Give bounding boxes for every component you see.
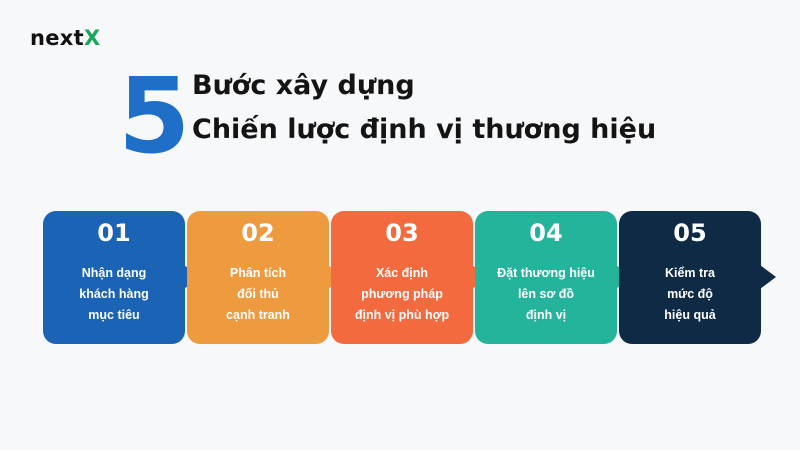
step-number: 01	[97, 219, 131, 247]
step-label: Xác định phương pháp định vị phù hợp	[339, 263, 465, 326]
step-label-line: định vị	[525, 308, 567, 322]
title-line-1: Bước xây dựng	[192, 70, 415, 101]
step-label: Nhận dạng khách hàng mục tiêu	[51, 263, 177, 326]
brand-logo-suffix: X	[83, 26, 101, 50]
step-label: Kiểm tra mức độ hiệu quả	[627, 263, 753, 326]
step-number: 04	[529, 219, 563, 247]
step-label-line: Phân tích	[229, 266, 287, 280]
step-label-line: Đặt thương hiệu	[497, 266, 595, 280]
step-label-line: phương pháp	[361, 287, 443, 301]
step-label-line: hiệu quả	[664, 308, 716, 322]
step-arrow-icon	[760, 265, 776, 289]
step-label-line: Nhận dạng	[81, 266, 147, 280]
step-number: 05	[673, 219, 707, 247]
step-label-line: Xác định	[375, 266, 429, 280]
step-label-line: khách hàng	[79, 287, 149, 301]
step-label-line: lên sơ đồ	[517, 287, 575, 301]
step-label-line: mục tiêu	[88, 308, 140, 322]
brand-logo: nextX	[30, 26, 100, 50]
step-label: Phân tích đối thủ cạnh tranh	[195, 263, 321, 326]
step-label: Đặt thương hiệu lên sơ đồ định vị	[483, 263, 609, 326]
step-number: 02	[241, 219, 275, 247]
step-label-line: đối thủ	[237, 287, 279, 301]
step-label-line: mức độ	[667, 287, 713, 301]
step-number: 03	[385, 219, 419, 247]
step-label-line: Kiểm tra	[664, 266, 716, 280]
step-label-line: định vị phù hợp	[354, 308, 450, 322]
brand-logo-prefix: next	[30, 26, 84, 50]
title-number: 5	[118, 55, 191, 177]
step-label-line: cạnh tranh	[226, 308, 290, 322]
title-line-2: Chiến lược định vị thương hiệu	[192, 114, 657, 145]
